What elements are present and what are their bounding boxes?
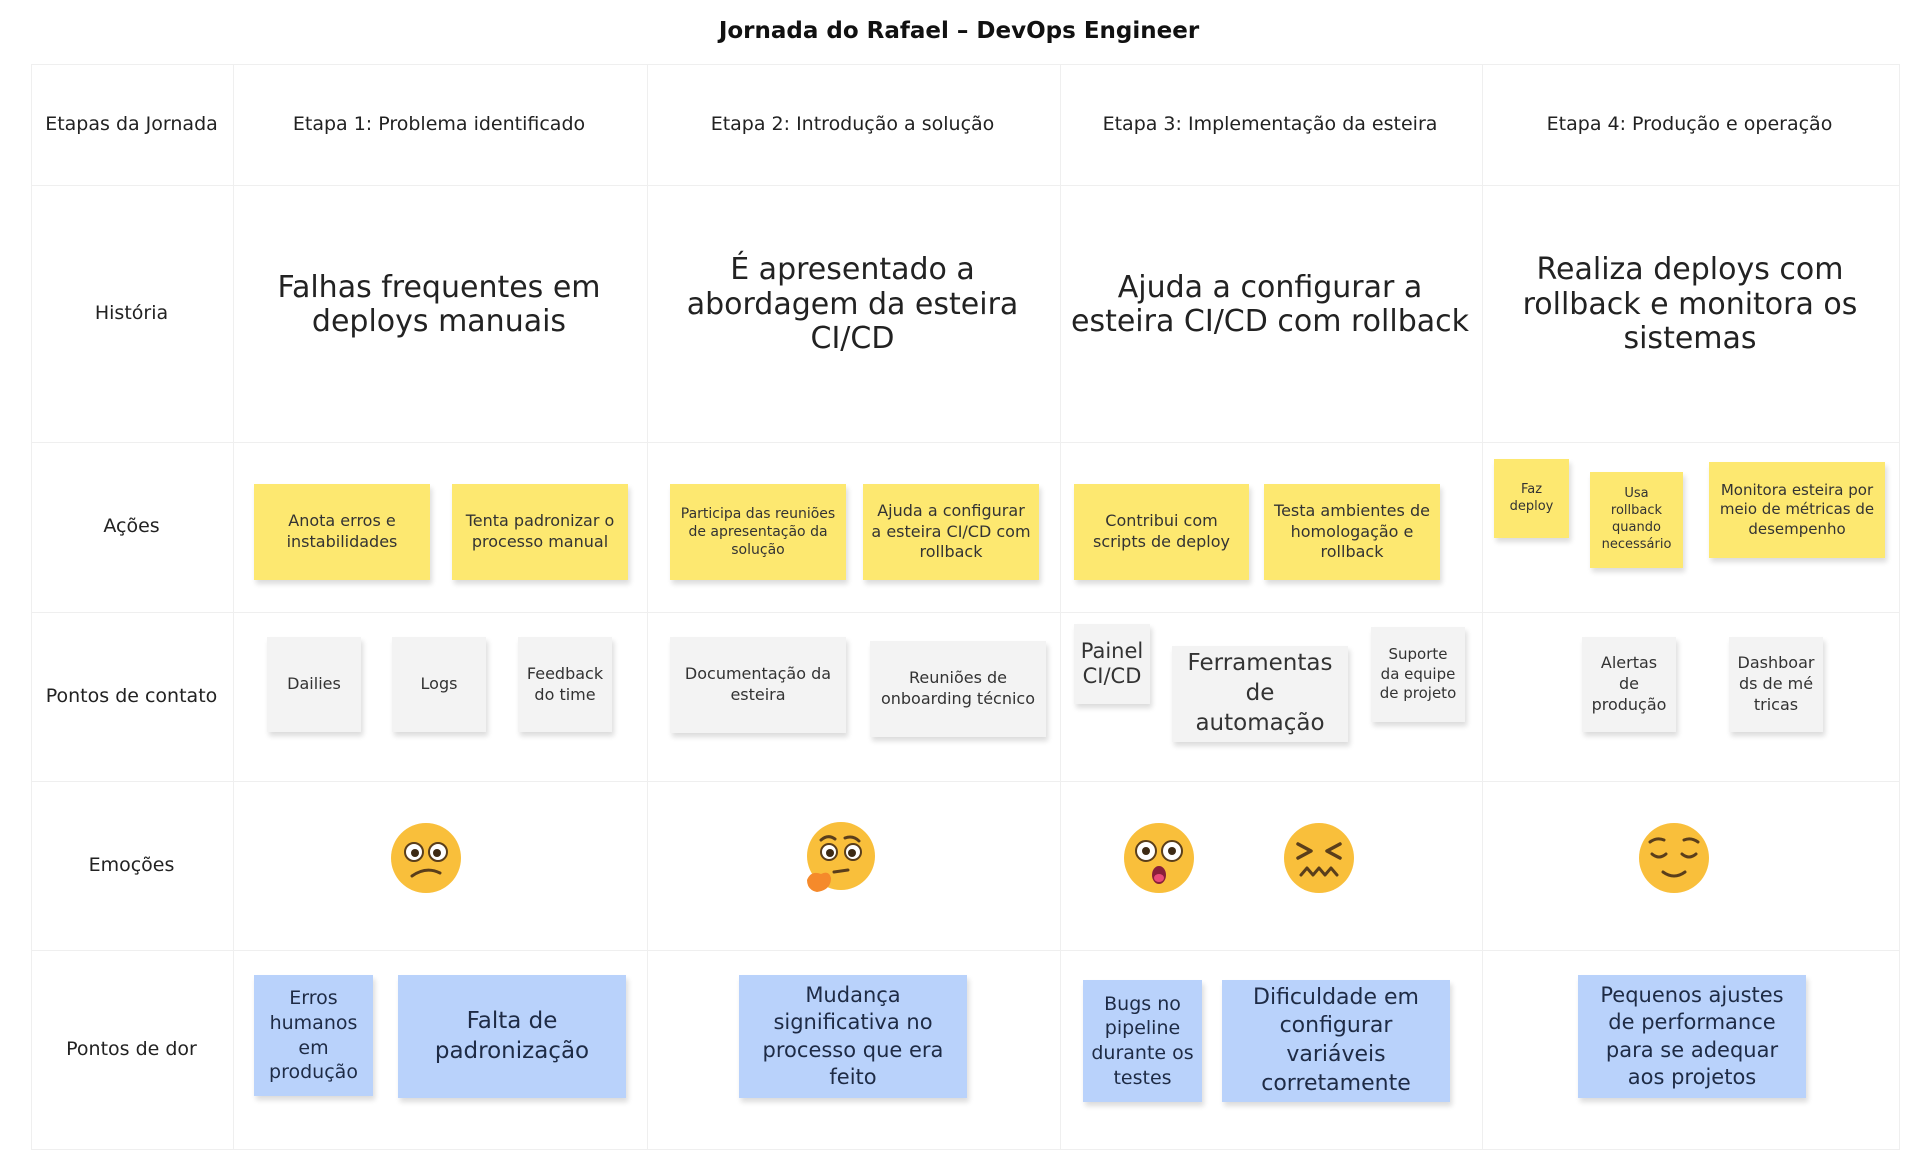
action-note[interactable]: Usa rollback quando necessário [1590, 472, 1683, 568]
pain-note[interactable]: Falta de padronização [398, 975, 626, 1098]
touchpoint-note[interactable]: Painel CI/CD [1074, 624, 1150, 704]
action-note[interactable]: Anota erros e instabilidades [254, 484, 430, 580]
pain-note[interactable]: Mudança significativa no processo que er… [739, 975, 967, 1098]
pain-note[interactable]: Erros humanos em produção [254, 975, 373, 1096]
stage-2-story[interactable]: É apresentado a abordagem da esteira CI/… [686, 252, 1019, 357]
row-label-emotions: Emoções [88, 853, 175, 876]
touchpoint-note[interactable]: Logs [392, 637, 486, 732]
touchpoint-note[interactable]: Feedback do time [518, 637, 612, 732]
action-note[interactable]: Testa ambientes de homologação e rollbac… [1264, 484, 1440, 580]
row-label-pains: Pontos de dor [66, 1037, 197, 1060]
pain-note[interactable]: Bugs no pipeline durante os testes [1083, 980, 1202, 1102]
column-divider [233, 65, 234, 1149]
row-label-stages: Etapas da Jornada [45, 113, 218, 135]
stage-4-story[interactable]: Realiza deploys com rollback e monitora … [1522, 252, 1858, 357]
action-note[interactable]: Ajuda a configurar a esteira CI/CD com r… [863, 484, 1039, 580]
stage-3-story[interactable]: Ajuda a configurar a esteira CI/CD com r… [1071, 269, 1469, 339]
confounded-face-icon [1281, 820, 1357, 896]
touchpoint-note[interactable]: Reuniões de onboarding técnico [870, 641, 1046, 737]
row-label-touchpoints: Pontos de contato [45, 684, 218, 707]
column-divider [1060, 65, 1061, 1149]
action-note[interactable]: Contribui com scripts de deploy [1074, 484, 1249, 580]
touchpoint-note[interactable]: Documentação da esteira [670, 637, 846, 733]
stage-3-header: Etapa 3: Implementação da esteira [1102, 113, 1438, 135]
stage-4-header: Etapa 4: Produção e operação [1546, 113, 1833, 135]
touchpoint-note[interactable]: Dashboards de métricas [1729, 637, 1823, 732]
action-note[interactable]: Participa das reuniões de apresentação d… [670, 484, 846, 580]
row-label-actions: Ações [103, 515, 160, 537]
astonished-face-icon [1121, 820, 1197, 896]
action-note[interactable]: Faz deploy [1494, 459, 1569, 538]
pain-note[interactable]: Dificuldade em configurar variáveis corr… [1222, 980, 1450, 1102]
confused-face-icon [388, 820, 464, 896]
board-title: Jornada do Rafael – DevOps Engineer [718, 18, 1200, 44]
action-note[interactable]: Tenta padronizar o processo manual [452, 484, 628, 580]
journey-map-grid [31, 64, 1900, 1150]
row-divider [32, 612, 1899, 613]
row-divider [32, 442, 1899, 443]
relieved-face-icon [1636, 820, 1712, 896]
stage-2-header: Etapa 2: Introdução a solução [710, 113, 995, 135]
row-divider [32, 781, 1899, 782]
column-divider [647, 65, 648, 1149]
pain-note[interactable]: Pequenos ajustes de performance para se … [1578, 975, 1806, 1098]
touchpoint-note[interactable]: Alertas de produção [1582, 637, 1676, 732]
stage-1-story[interactable]: Falhas frequentes em deploys manuais [277, 269, 601, 339]
action-note[interactable]: Monitora esteira por meio de métricas de… [1709, 462, 1885, 558]
thinking-face-icon [801, 820, 877, 896]
row-divider [32, 185, 1899, 186]
column-divider [1482, 65, 1483, 1149]
stage-1-header: Etapa 1: Problema identificado [292, 113, 586, 135]
touchpoint-note[interactable]: Dailies [267, 637, 361, 732]
touchpoint-note[interactable]: Ferramentas de automação [1172, 646, 1348, 742]
touchpoint-note[interactable]: Suporte da equipe de projeto [1371, 627, 1465, 722]
row-divider [32, 950, 1899, 951]
row-label-story: História [94, 301, 169, 324]
